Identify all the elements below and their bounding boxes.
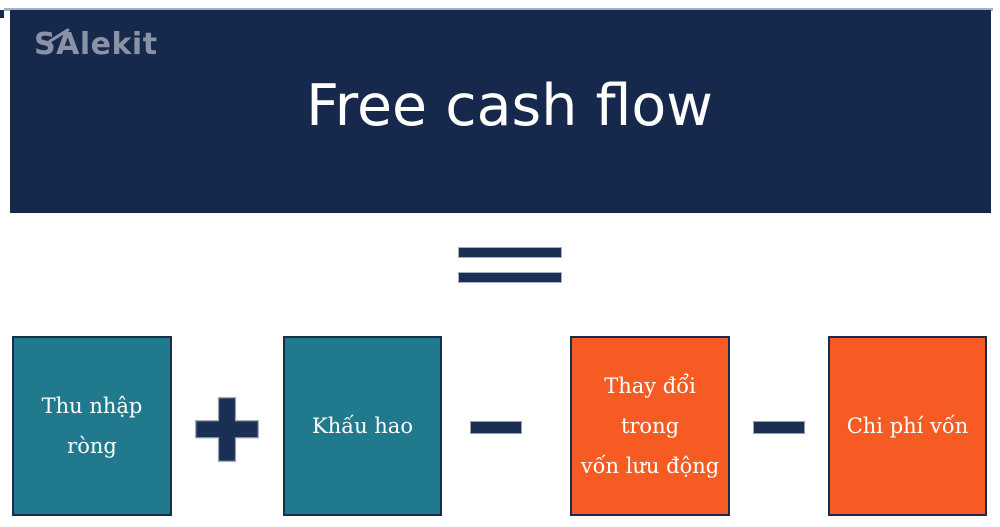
plus-icon (195, 397, 259, 462)
term-label-line: Khấu hao (312, 414, 413, 438)
term-label-line: trong (620, 414, 680, 438)
header-banner: SAlekit Free cash flow (10, 10, 991, 213)
term-label-line: Thu nhập (41, 394, 143, 418)
banner-top-highlight (4, 8, 993, 11)
page-title: Free cash flow (306, 73, 713, 139)
term-label-line: Chi phí vốn (846, 414, 969, 438)
equals-bar-bottom (458, 272, 562, 283)
equals-bar-top (458, 247, 562, 258)
term-label-line: ròng (67, 434, 117, 458)
term-label-line: Thay đổi (604, 374, 696, 398)
term-box-change-in-working-capital: Thay đổi trong vốn lưu động (570, 336, 730, 516)
minus-icon (753, 421, 805, 434)
term-box-depreciation: Khấu hao (283, 336, 442, 516)
brand-logo: SAlekit (34, 27, 158, 62)
banner-left-notch (0, 10, 4, 18)
minus-icon (470, 421, 522, 434)
brand-logo-text: SAlekit (34, 27, 158, 62)
term-label-line: vốn lưu động (580, 454, 720, 478)
term-box-capital-expenditure: Chi phí vốn (828, 336, 987, 516)
term-box-net-income: Thu nhập ròng (12, 336, 172, 516)
